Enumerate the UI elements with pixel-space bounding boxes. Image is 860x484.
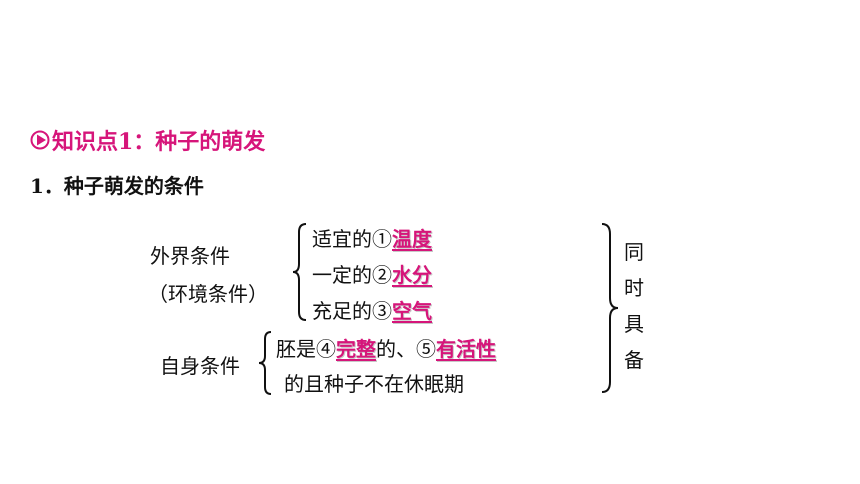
- external-item-2-answer: 水分: [392, 263, 432, 287]
- external-label: 外界条件: [150, 244, 230, 268]
- internal-brace: [258, 331, 272, 395]
- internal-answer-5: 有活性: [436, 337, 496, 361]
- external-label-sub: （环境条件）: [148, 282, 268, 306]
- external-item-1: 适宜的①温度: [312, 223, 432, 252]
- external-item-3: 充足的③空气: [312, 295, 432, 324]
- conclusion-char-3: 具: [624, 312, 644, 336]
- external-item-1-answer: 温度: [392, 227, 432, 251]
- external-item-3-answer: 空气: [392, 299, 432, 323]
- external-item-1-prefix: 适宜的①: [312, 227, 392, 251]
- external-brace: [292, 223, 307, 321]
- conclusion-char-4: 备: [624, 348, 644, 372]
- internal-line-1-prefix: 胚是④: [276, 337, 336, 361]
- internal-answer-4: 完整: [336, 337, 376, 361]
- internal-line-1: 胚是④完整的、⑤有活性: [276, 333, 496, 362]
- right-brace: [601, 223, 619, 393]
- conclusion-char-1: 同: [624, 240, 644, 264]
- external-item-3-prefix: 充足的③: [312, 299, 392, 323]
- conclusion-char-2: 时: [624, 276, 644, 300]
- external-item-2-prefix: 一定的②: [312, 263, 392, 287]
- section-heading-text: 知识点1：种子的萌发: [52, 129, 266, 155]
- play-circle-icon: [30, 130, 50, 150]
- subheading: 1．种子萌发的条件: [30, 174, 204, 198]
- internal-line-1-middle: 的、⑤: [376, 337, 436, 361]
- section-heading: 知识点1：种子的萌发: [30, 124, 265, 156]
- internal-line-2: 的且种子不在休眠期: [284, 372, 464, 396]
- internal-label: 自身条件: [160, 354, 240, 378]
- external-item-2: 一定的②水分: [312, 259, 432, 288]
